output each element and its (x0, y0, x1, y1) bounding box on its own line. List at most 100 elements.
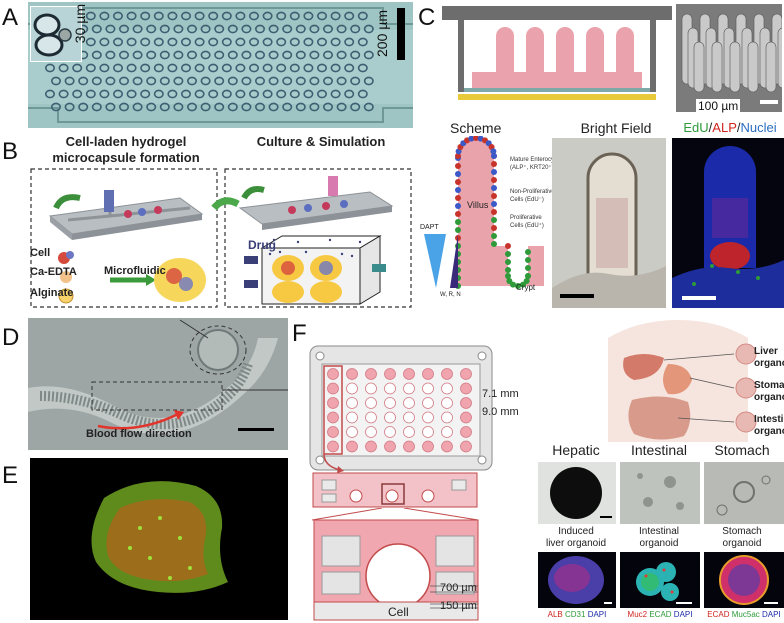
panel-d: D Blood flow direction (0, 318, 290, 452)
crypt-label: Crypt (516, 283, 536, 292)
connector-arrow (323, 454, 344, 473)
panel-c: C 100 µm Scheme Mature Enterocytes (ALP⁺… (418, 0, 784, 312)
panel-a: A 30 µm 200 µm (0, 0, 415, 130)
sem-scale-label: 100 µm (696, 99, 741, 113)
stain-muc2: Muc2 (627, 610, 648, 619)
stain-labels-liver: ALB CD31 DAPI (538, 610, 616, 619)
int-line1: Intestinal (638, 526, 680, 537)
panel-label-e: E (2, 462, 19, 489)
panel-label-a: A (2, 4, 19, 31)
stain-cd31: CD31 (565, 610, 586, 619)
stomach-line2: organoid (754, 392, 784, 403)
stomach-line1: Stomach (754, 380, 784, 391)
title-microcapsule-formation: Cell-laden hydrogel microcapsule formati… (36, 134, 216, 166)
panel-label-d: D (2, 324, 20, 351)
device-cross-section (442, 6, 672, 100)
liver-line1: Liver (754, 346, 778, 357)
plate-top-view (309, 345, 493, 471)
villus-label: Villus (467, 200, 489, 210)
stomach-organoid-label: Stomach organoid (754, 380, 784, 404)
cell-label: Cell (388, 605, 409, 619)
sto-line2: organoid (722, 538, 762, 549)
nonprolif-line1: Non-Proliferative (510, 189, 555, 195)
stomach-organoid-stain-title: Stomach organoid (702, 526, 782, 550)
blood-flow-label: Blood flow direction (86, 428, 192, 440)
intestinal-line2: organoid (754, 426, 784, 437)
sto-line1: Stomach (722, 526, 762, 537)
mature-line2: (ALP⁺, KRT20⁺) (510, 165, 554, 171)
title-left-line2: microcapsule formation (52, 150, 200, 165)
stain-dapi-1: DAPI (587, 610, 607, 619)
drug-label: Drug (248, 238, 276, 252)
stain-ecad-1: ECAD (649, 610, 672, 619)
title-left-line1: Cell-laden hydrogel (65, 134, 187, 149)
non-proliferative-label: Non-Proliferative Cells (EdU⁻) (510, 188, 555, 204)
title-culture-simulation: Culture & Simulation (256, 134, 386, 149)
sem-micropillar-image (676, 4, 782, 112)
sep1: / (708, 120, 713, 135)
strip-side-view (312, 472, 478, 508)
microfluidic-label: Microfluidic (104, 265, 166, 277)
ind-line1: Induced (558, 526, 594, 537)
scale-small-label: 30 µm (72, 4, 88, 44)
stain-labels-intestinal: Muc2 ECAD DAPI (620, 610, 700, 619)
hepatic-brightfield-image (538, 462, 616, 524)
stain-dapi-3: DAPI (762, 610, 781, 619)
col-stomach-label: Stomach (714, 442, 770, 458)
inset-capsule-image (30, 6, 82, 62)
dim-9-0-label: 9.0 mm (482, 406, 519, 418)
panel-e: E (0, 456, 290, 623)
scale-bar-big (397, 8, 405, 60)
legend-ca-edta-label: Ca-EDTA (30, 266, 77, 278)
dim-7-1-label: 7.1 mm (482, 388, 519, 400)
vessel-channel-image (28, 318, 288, 450)
confocal-organoid-image (30, 458, 288, 620)
dim-150-label: 150 µm (440, 600, 477, 612)
nuclei-label: Nuclei (740, 120, 777, 135)
stain-labels-stomach: ECAD Muc5ac DAPI (704, 610, 784, 619)
col-intestinal-label: Intestinal (630, 442, 688, 458)
prolif-line2: Cells (EdU⁺) (510, 223, 544, 229)
stain-dapi-2: DAPI (673, 610, 693, 619)
panel-label-f: F (292, 320, 307, 347)
scale-big-label: 200 µm (374, 10, 390, 57)
liver-organoid-fluor-image (538, 552, 616, 608)
intestinal-organoid-stain-title: Intestinal organoid (618, 526, 700, 550)
microwell-array-image (28, 2, 413, 128)
stain-alb: ALB (547, 610, 563, 619)
liver-organoid-label: Liver organoid (754, 346, 784, 370)
proliferative-label: Proliferative Cells (EdU⁺) (510, 214, 544, 230)
intestinal-brightfield-image (620, 462, 700, 524)
stain-muc5ac: Muc5ac (731, 610, 760, 619)
scheme-title: Scheme (450, 120, 502, 136)
nonprolif-line2: Cells (EdU⁻) (510, 197, 544, 203)
panel-b: B Cell-laden hydrogel microcapsule forma… (0, 132, 415, 312)
col-hepatic-label: Hepatic (552, 442, 600, 458)
alp-label: ALP (712, 120, 737, 135)
prolif-line1: Proliferative (510, 215, 542, 221)
edu-label: EdU (683, 120, 709, 135)
legend-alginate-label: Alginate (30, 287, 74, 299)
int-line2: organoid (639, 538, 679, 549)
liver-line2: organoid (754, 358, 784, 369)
induced-liver-organoid-label: Induced liver organoid (536, 526, 616, 550)
intestinal-line1: Intestinal (754, 414, 784, 425)
wrn-label: W, R, N (440, 292, 461, 298)
panel-f: F 7.1 mm 9.0 mm Cell 700 µm 150 (290, 318, 784, 623)
panel-label-c: C (418, 4, 436, 31)
ind-line2: liver organoid (545, 538, 607, 549)
well-detail-view (312, 508, 479, 621)
stomach-brightfield-image (704, 462, 784, 524)
mature-enterocytes-label: Mature Enterocytes (ALP⁺, KRT20⁺) (510, 156, 562, 172)
panel-label-b: B (2, 138, 19, 165)
sep2: / (736, 120, 741, 135)
intestinal-organoid-fluor-image (620, 552, 700, 608)
stain-ecad-2: ECAD (707, 610, 730, 619)
fluorescence-title: EdU/ALP/Nuclei (676, 120, 784, 135)
legend-cell-label: Cell (30, 247, 51, 259)
workflow-diagram (30, 168, 412, 308)
fluorescence-image (672, 138, 784, 308)
body-organ-diagram (608, 320, 757, 442)
dapt-label: DAPT (420, 224, 439, 231)
bright-field-title: Bright Field (580, 120, 652, 136)
